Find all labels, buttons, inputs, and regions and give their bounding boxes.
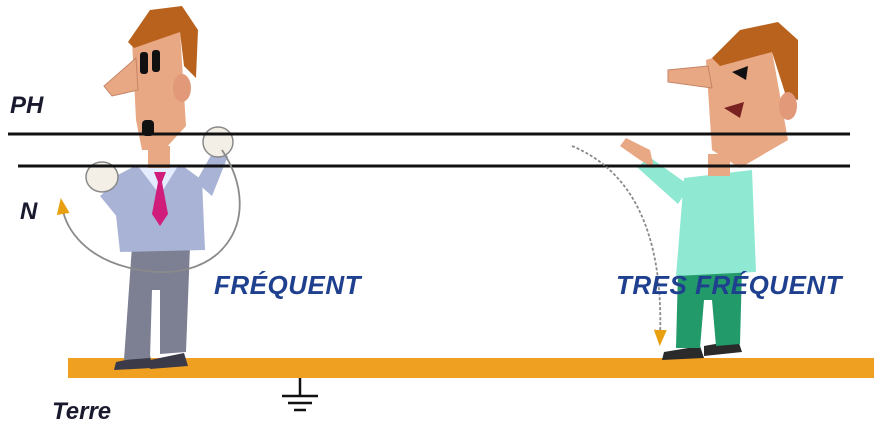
curved-arrow-icon bbox=[571, 145, 667, 347]
ground-bar bbox=[68, 358, 874, 378]
tie bbox=[152, 172, 168, 226]
earth-ground-icon bbox=[282, 378, 318, 412]
right-man-figure bbox=[620, 22, 798, 360]
earth-label: Terre bbox=[52, 398, 112, 425]
case-frequent-label: FRÉQUENT bbox=[214, 270, 361, 300]
phase-label: PH bbox=[10, 92, 44, 119]
curved-arrow-icon bbox=[56, 149, 241, 273]
case-very-frequent-label: TRES FRÉQUENT bbox=[616, 270, 843, 300]
neutral-label: N bbox=[20, 198, 38, 225]
left-man-figure bbox=[85, 6, 234, 370]
